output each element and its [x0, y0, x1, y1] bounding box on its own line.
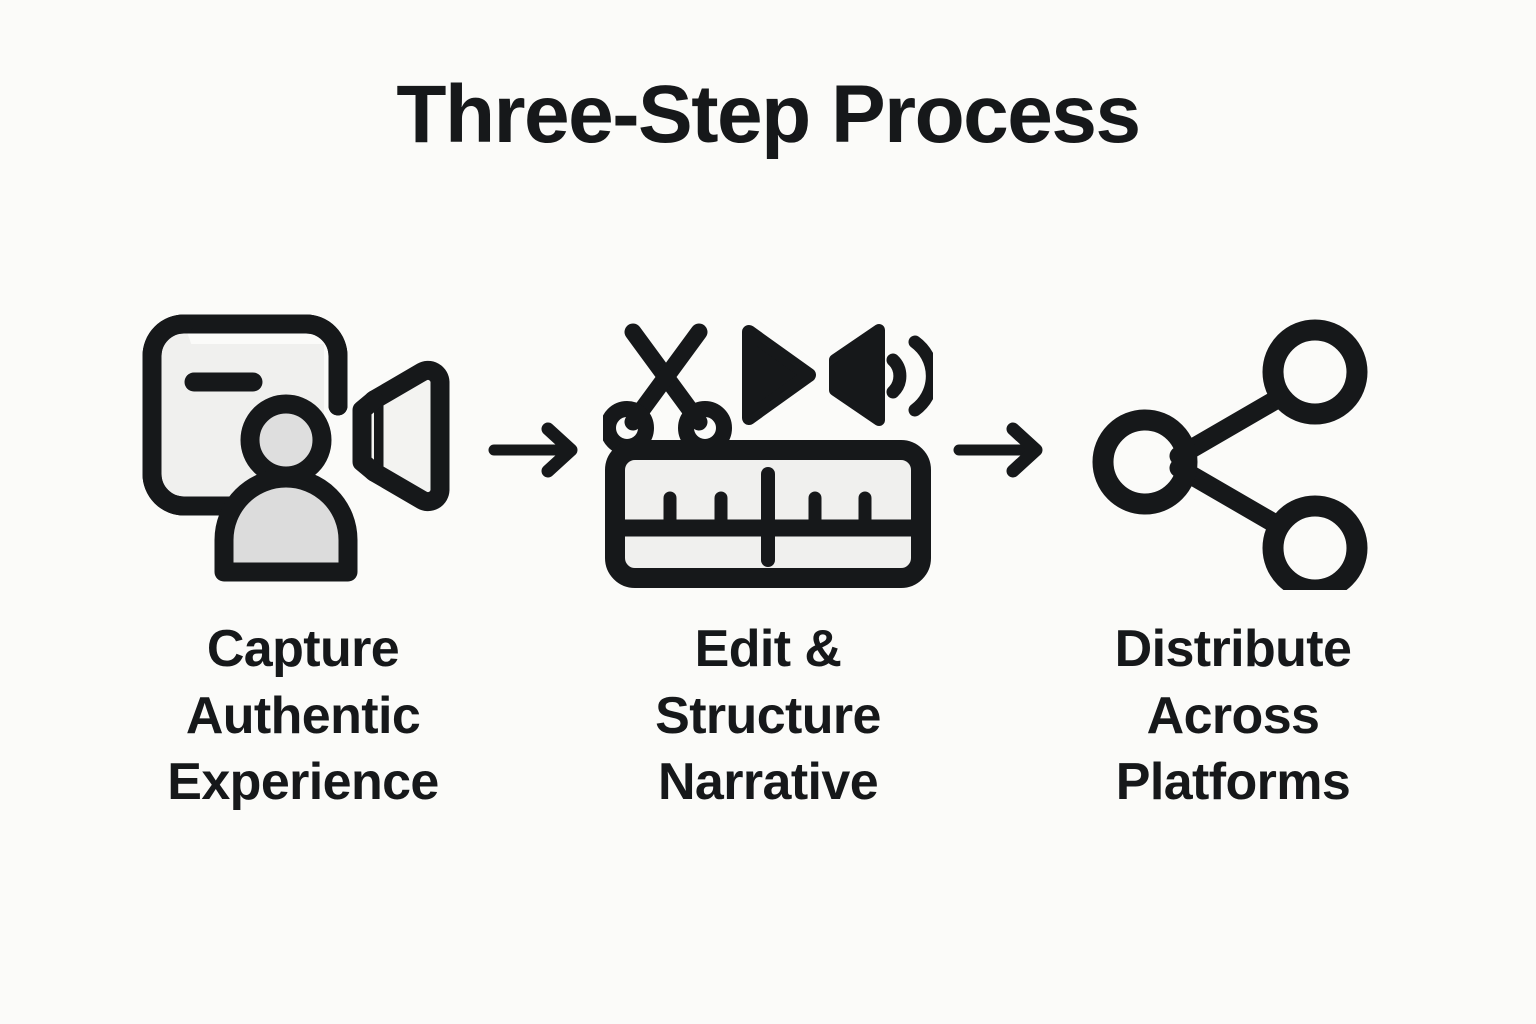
connector-arrow-1-container — [473, 300, 598, 600]
share-link-upper — [1169, 388, 1289, 466]
process-step-1: Capture Authentic Experience — [133, 300, 473, 816]
process-step-3: Distribute Across Platforms — [1063, 300, 1403, 816]
share-node-top-right — [1262, 319, 1368, 425]
person-head-icon — [240, 394, 332, 486]
step-1-icon-container — [133, 300, 473, 600]
process-step-2: Edit & Structure Narrative — [598, 300, 938, 816]
camera-body-outline-restroke — [142, 314, 260, 516]
speaker-icon — [829, 324, 933, 426]
step-1-label-line-3: Experience — [167, 753, 439, 812]
process-steps-row: Capture Authentic Experience — [0, 300, 1536, 860]
share-network-icon — [1092, 319, 1368, 590]
step-3-label: Distribute Across Platforms — [1115, 616, 1352, 816]
arrow-right-icon — [953, 422, 1042, 478]
step-3-label-line-2: Across — [1146, 686, 1320, 745]
arrow-right-icon — [488, 422, 577, 478]
timeline-ticks — [663, 491, 872, 531]
camera-body-top-restroke — [174, 314, 348, 416]
step-2-label-line-3: Narrative — [657, 753, 879, 812]
camera-lens-notch — [352, 390, 384, 482]
person-shoulders-icon — [214, 468, 358, 582]
step-1-label-line-1: Capture — [206, 620, 400, 678]
step-2-icon-container — [598, 300, 938, 600]
share-node-left — [1092, 409, 1198, 515]
step-1-label: Capture Authentic Experience — [167, 616, 439, 816]
camera-lens-wedge-icon — [364, 360, 450, 512]
step-3-label-line-1: Distribute — [1114, 620, 1352, 678]
step-2-label-line-1: Edit & — [694, 620, 842, 678]
scissors-icon — [603, 323, 732, 455]
play-icon — [742, 325, 816, 425]
timeline-track-icon — [605, 440, 931, 588]
camera-person-icon — [142, 314, 450, 582]
share-link-lower — [1169, 458, 1289, 536]
edit-timeline-icon — [603, 323, 933, 588]
arrow-head — [541, 422, 577, 478]
arrow-head — [1006, 422, 1042, 478]
step-1-label-line-2: Authentic — [185, 686, 421, 745]
share-node-bottom-right — [1262, 495, 1368, 590]
step-3-icon-container — [1063, 300, 1403, 600]
step-2-label: Edit & Structure Narrative — [655, 616, 881, 816]
step-3-label-line-3: Platforms — [1115, 753, 1351, 812]
page-title: Three-Step Process — [396, 69, 1141, 160]
connector-arrow-2-container — [938, 300, 1063, 600]
step-2-label-line-2: Structure — [655, 686, 881, 745]
